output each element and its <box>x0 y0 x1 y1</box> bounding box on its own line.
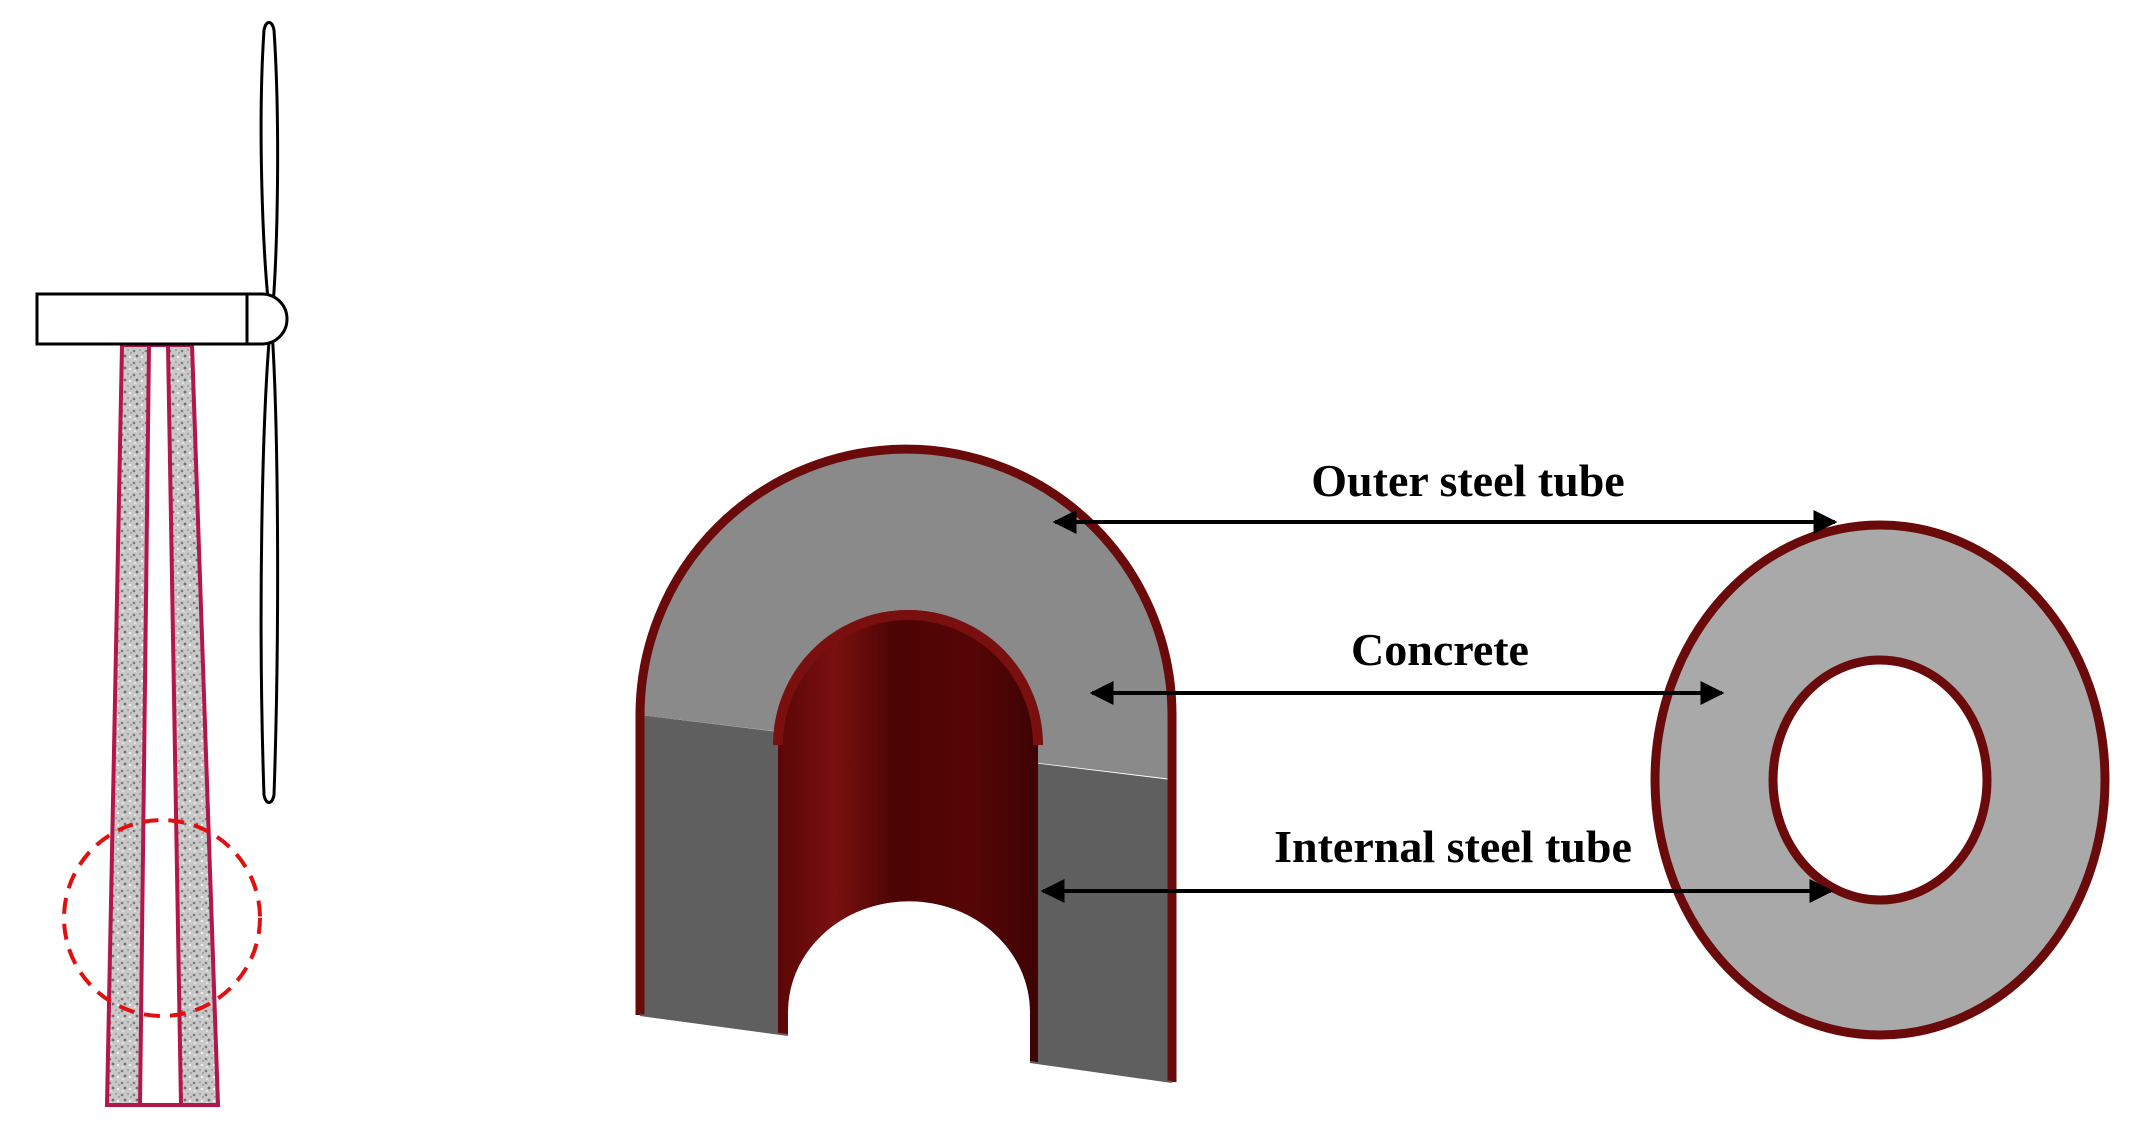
tube-section-3d-icon <box>635 444 1177 1083</box>
cross-section-ring-icon <box>1650 520 2110 1040</box>
label-concrete: Concrete <box>1351 624 1529 675</box>
double-headed-arrow-icon <box>1040 510 1838 903</box>
label-internal-steel-tube: Internal steel tube <box>1274 821 1632 872</box>
turbine-nacelle <box>35 292 249 346</box>
ring-inner-tube <box>1768 655 1992 905</box>
turbine-blade-lower <box>259 328 280 804</box>
label-outer-steel-tube: Outer steel tube <box>1311 455 1624 506</box>
turbine-blade-upper <box>259 21 280 320</box>
inner-steel-tube-3d <box>778 610 1038 1070</box>
outer-steel-tube-3d <box>635 444 1177 1082</box>
turbine-hub <box>245 292 289 346</box>
highlight-circle <box>62 818 262 1018</box>
wind-turbine-icon <box>35 21 289 1107</box>
